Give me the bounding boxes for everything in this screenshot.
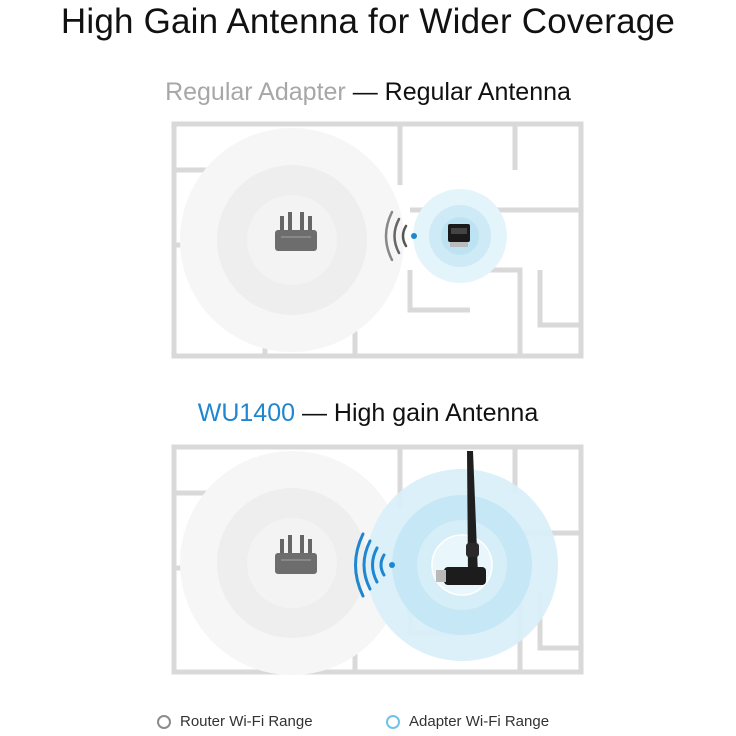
legend-router-label: Router Wi-Fi Range xyxy=(180,713,313,730)
router-icon xyxy=(275,212,317,251)
caption-antenna-name: Regular Antenna xyxy=(384,78,571,106)
caption-antenna-name: High gain Antenna xyxy=(333,399,539,427)
wifi-signal-icon xyxy=(354,532,395,598)
usb-adapter-icon xyxy=(448,224,470,247)
legend: Router Wi-Fi Range Adapter Wi-Fi Range xyxy=(0,713,736,733)
caption-separator: — xyxy=(345,78,385,106)
legend-adapter-range: Adapter Wi-Fi Range xyxy=(386,713,549,730)
wifi-signal-icon xyxy=(384,210,417,262)
adapter-range-swatch-icon xyxy=(386,714,400,729)
caption-separator: — xyxy=(295,399,334,427)
high-gain-diagram xyxy=(170,443,585,676)
caption-regular: Regular Adapter — Regular Antenna xyxy=(0,78,736,107)
usb-adapter-high-gain-antenna-icon xyxy=(436,451,486,585)
caption-wu1400: WU1400 — High gain Antenna xyxy=(0,399,736,428)
router-range-swatch-icon xyxy=(157,714,171,729)
legend-adapter-label: Adapter Wi-Fi Range xyxy=(409,713,550,730)
adapter-range xyxy=(366,469,558,661)
regular-adapter-diagram xyxy=(170,120,585,360)
router-icon xyxy=(275,535,317,574)
caption-adapter-name: Regular Adapter xyxy=(165,78,346,106)
legend-router-range: Router Wi-Fi Range xyxy=(157,713,313,730)
caption-adapter-name: WU1400 xyxy=(197,399,295,427)
page-title: High Gain Antenna for Wider Coverage xyxy=(60,2,676,41)
